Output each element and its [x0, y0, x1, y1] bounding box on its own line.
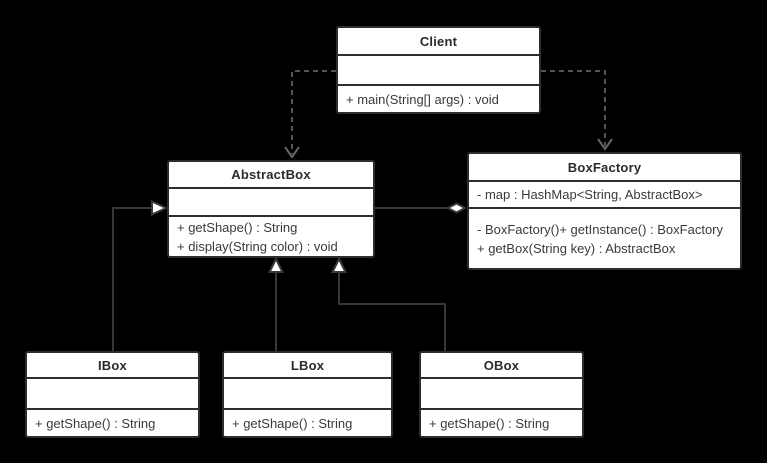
class-attributes-section: - map : HashMap<String, AbstractBox> [469, 182, 740, 209]
method-line: + getBox(String key) : AbstractBox [477, 240, 676, 256]
class-methods-section: + getShape() : String [27, 410, 198, 436]
class-node-boxfactory[interactable]: BoxFactory - map : HashMap<String, Abstr… [467, 152, 742, 270]
dependency-arrowhead-icon [284, 146, 300, 159]
class-attributes-section [27, 379, 198, 410]
connector-dependency-client-boxfactory[interactable] [541, 70, 613, 151]
class-methods-section: + main(String[] args) : void [338, 86, 539, 112]
class-title: AbstractBox [169, 162, 373, 189]
connector-dependency-client-abstractbox[interactable] [284, 70, 336, 159]
aggregation-diamond-icon [445, 202, 468, 214]
class-node-client[interactable]: Client + main(String[] args) : void [336, 26, 541, 114]
generalization-line [338, 272, 446, 351]
class-title: OBox [421, 353, 582, 379]
dependency-line [291, 70, 336, 154]
class-title: BoxFactory [469, 154, 740, 182]
class-attributes-section [338, 56, 539, 86]
attribute-line: - map : HashMap<String, AbstractBox> [477, 187, 703, 202]
class-methods-section: - BoxFactory()+ getInstance() : BoxFacto… [469, 209, 740, 268]
generalization-line [112, 207, 152, 351]
generalization-triangle-icon [151, 199, 169, 217]
method-line: + getShape() : String [429, 415, 550, 431]
class-node-abstractbox[interactable]: AbstractBox + getShape() : String + disp… [167, 160, 375, 258]
method-line: - BoxFactory()+ getInstance() : BoxFacto… [477, 221, 723, 237]
class-attributes-section [224, 379, 391, 410]
class-methods-section: + getShape() : String [224, 410, 391, 436]
class-node-obox[interactable]: OBox + getShape() : String [419, 351, 584, 438]
class-title: LBox [224, 353, 391, 379]
connector-generalization-lbox-abstractbox[interactable] [267, 256, 285, 351]
class-node-lbox[interactable]: LBox + getShape() : String [222, 351, 393, 438]
method-line: + getShape() : String [232, 415, 353, 431]
class-node-ibox[interactable]: IBox + getShape() : String [25, 351, 200, 438]
class-title: IBox [27, 353, 198, 379]
dependency-line [541, 70, 606, 146]
connector-generalization-ibox-abstractbox[interactable] [112, 199, 169, 352]
class-methods-section: + getShape() : String + display(String c… [169, 217, 373, 256]
class-title: Client [338, 28, 539, 56]
class-attributes-section [421, 379, 582, 410]
method-line: + getShape() : String [35, 415, 156, 431]
connector-aggregation-boxfactory-abstractbox[interactable] [375, 202, 468, 214]
class-attributes-section [169, 189, 373, 217]
dependency-arrowhead-icon [597, 138, 613, 151]
class-methods-section: + getShape() : String [421, 410, 582, 436]
method-line: + main(String[] args) : void [346, 91, 499, 107]
generalization-triangle-icon [330, 256, 348, 273]
method-line: + getShape() : String [177, 219, 298, 235]
method-line: + display(String color) : void [177, 238, 338, 254]
connector-generalization-obox-abstractbox[interactable] [330, 256, 446, 351]
generalization-triangle-icon [267, 256, 285, 273]
